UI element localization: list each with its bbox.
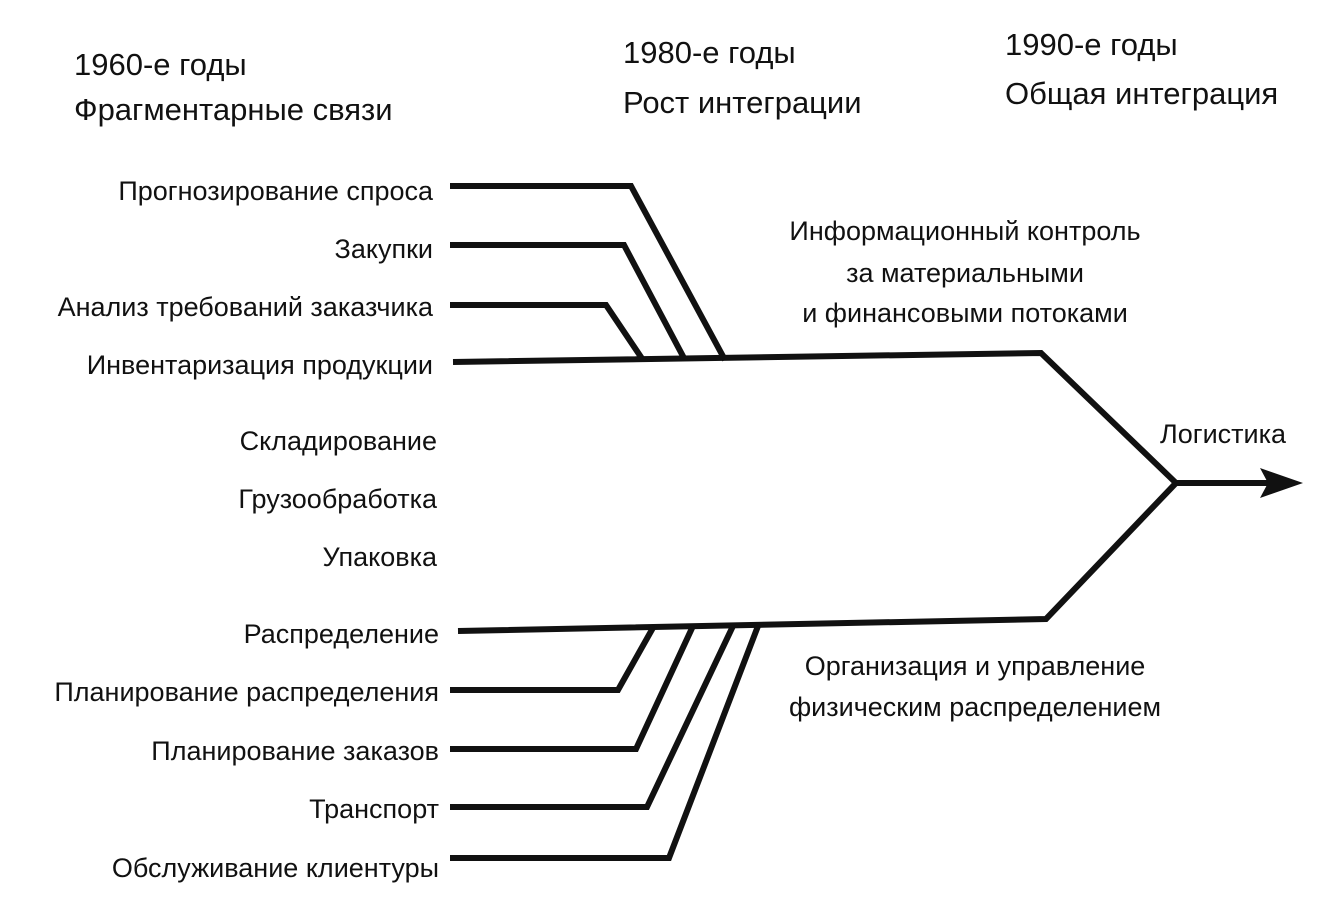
line-transport [450, 624, 736, 810]
line-inventory-trunk [452, 349, 1179, 486]
era-1960-period: 1960-е годы [74, 47, 247, 82]
function-packaging: Упаковка [323, 542, 438, 572]
upper-branch-label-line-2: за материальными [846, 258, 1084, 288]
era-1960-stage: Фрагментарные связи [74, 92, 393, 127]
function-distribution: Распределение [244, 619, 439, 649]
function-warehousing: Складирование [240, 426, 437, 456]
arrow-head-icon [1260, 468, 1303, 498]
result-label-logistics: Логистика [1160, 419, 1287, 449]
lower-branch-label-line-1: Организация и управление [805, 651, 1146, 681]
line-customer-requirements [450, 302, 646, 362]
function-inventory: Инвентаризация продукции [87, 350, 433, 380]
era-1980-period: 1980-е годы [623, 35, 796, 70]
era-1990-stage: Общая интеграция [1005, 76, 1278, 111]
line-demand-forecasting [450, 183, 728, 362]
era-1980-stage: Рост интеграции [623, 85, 862, 120]
lower-branch-label-line-2: физическим распределением [789, 692, 1161, 722]
era-1990-period: 1990-е годы [1005, 27, 1178, 62]
function-order-planning: Планирование заказов [151, 736, 439, 766]
line-order-planning [450, 624, 696, 752]
function-distribution-planning: Планирование распределения [54, 677, 439, 707]
line-customer-service [450, 624, 761, 861]
line-distribution-trunk [457, 480, 1179, 634]
line-distribution-planning [450, 624, 657, 693]
function-customer-service: Обслуживание клиентуры [112, 853, 439, 883]
function-purchasing: Закупки [335, 234, 433, 264]
function-cargo-handling: Грузообработка [238, 484, 438, 514]
function-transport: Транспорт [309, 794, 439, 824]
line-purchasing [450, 242, 688, 362]
function-demand-forecasting: Прогнозирование спроса [118, 176, 434, 206]
connector-lines [450, 183, 1268, 861]
upper-branch-label-line-3: и финансовыми потоками [802, 298, 1128, 328]
function-customer-requirements: Анализ требований заказчика [58, 292, 434, 322]
upper-branch-label-line-1: Информационный контроль [789, 216, 1140, 246]
